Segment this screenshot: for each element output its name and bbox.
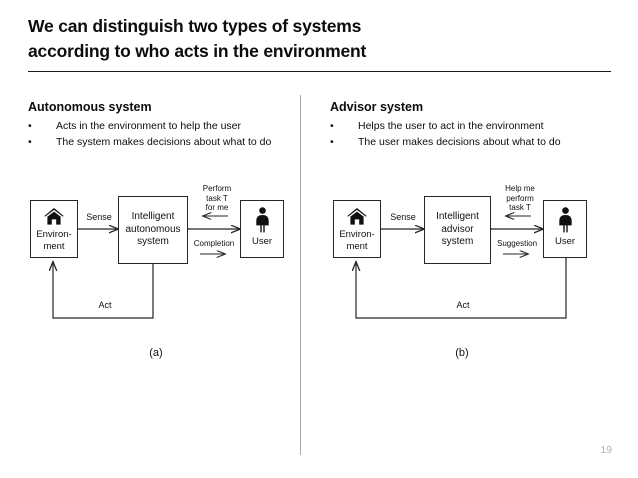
node-user-b[interactable]: User <box>543 200 587 258</box>
node-label: Environ- ment <box>339 229 375 252</box>
edge-label-act-b: Act <box>446 300 480 310</box>
edge-label-request-a: Perform task T for me <box>202 184 232 212</box>
bullet-item: • The system makes decisions about what t… <box>28 136 271 148</box>
bullet-marker: • <box>330 136 334 148</box>
bullet-item: • The user makes decisions about what to … <box>330 136 561 148</box>
person-icon <box>254 207 271 233</box>
node-label: User <box>251 236 273 247</box>
page-title: We can distinguish two types of systems … <box>28 16 367 61</box>
node-label: Environ- ment <box>36 229 72 252</box>
house-icon <box>346 207 368 226</box>
figure-caption-a: (a) <box>149 347 163 359</box>
page-number: 19 <box>600 444 612 456</box>
bullet-text: Acts in the environment to help the user <box>56 120 242 132</box>
edge-label-response-a: Completion <box>193 239 235 248</box>
node-system-b[interactable]: Intelligent advisor system <box>424 196 491 264</box>
bullet-item: • Acts in the environment to help the use… <box>28 120 241 132</box>
node-user-a[interactable]: User <box>240 200 284 258</box>
column-heading-autonomous: Autonomous system <box>28 100 152 114</box>
bullet-item: • Helps the user to act in the environmen… <box>330 120 544 132</box>
node-system-a[interactable]: Intelligent autonomous system <box>118 196 188 264</box>
house-icon <box>43 207 65 226</box>
bullet-marker: • <box>28 136 32 148</box>
edge-label-act-a: Act <box>88 300 122 310</box>
bullet-marker: • <box>330 120 334 132</box>
bullet-text: The system makes decisions about what to… <box>56 136 272 148</box>
node-label: Intelligent advisor system <box>436 211 479 248</box>
figure-caption-b: (b) <box>455 347 469 359</box>
node-environment-a[interactable]: Environ- ment <box>30 200 78 258</box>
column-heading-advisor: Advisor system <box>330 100 424 114</box>
person-icon <box>557 207 574 233</box>
edge-label-request-b: Help me perform task T <box>505 184 535 212</box>
edge-label-sense-a: Sense <box>86 212 112 222</box>
bullet-marker: • <box>28 120 32 132</box>
bullet-text: The user makes decisions about what to d… <box>358 136 561 148</box>
title-divider-rule <box>28 71 611 72</box>
column-divider <box>300 95 301 455</box>
edge-label-sense-b: Sense <box>390 212 416 222</box>
node-environment-b[interactable]: Environ- ment <box>333 200 381 258</box>
node-label: Intelligent autonomous system <box>125 211 181 248</box>
bullet-text: Helps the user to act in the environment <box>358 120 544 132</box>
edge-label-response-b: Suggestion <box>496 239 538 248</box>
node-label: User <box>554 236 576 247</box>
